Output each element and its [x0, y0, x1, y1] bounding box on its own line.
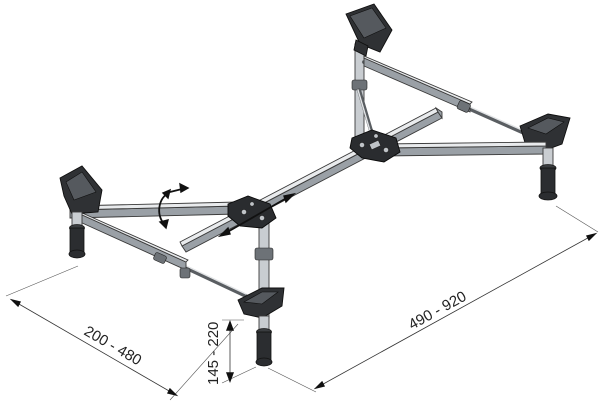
center-cross-rail — [179, 106, 443, 253]
right-rail-top — [362, 55, 542, 142]
back-top-bracket — [345, 3, 393, 57]
width-dimension-label: 200 - 480 — [81, 323, 144, 369]
front-foot — [255, 315, 273, 367]
center-right-hub — [349, 129, 401, 163]
center-left-hub — [227, 195, 277, 229]
back-diagonal-rail — [357, 88, 374, 136]
right-lower-rail — [379, 141, 547, 157]
double-arrow-icon — [217, 192, 297, 238]
dimension-lines — [5, 205, 599, 401]
length-dimension-label: 490 - 920 — [406, 288, 470, 334]
rotate-arrow-icon — [158, 182, 190, 230]
front-bracket — [237, 287, 285, 319]
right-post — [538, 147, 558, 201]
left-diagonal-rail — [78, 211, 248, 298]
left-post — [68, 211, 86, 259]
left-bracket — [59, 165, 103, 215]
height-dimension-label: 145 - 220 — [205, 322, 222, 385]
